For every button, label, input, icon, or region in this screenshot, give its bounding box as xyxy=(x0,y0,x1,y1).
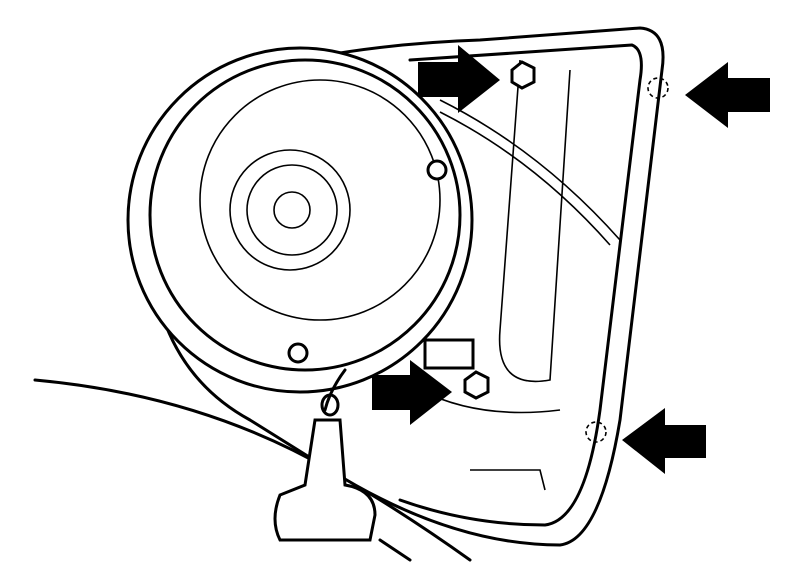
housing-inner-wall xyxy=(498,59,571,383)
speaker-frame xyxy=(126,46,474,394)
bolt-top xyxy=(510,60,536,90)
connector xyxy=(423,338,475,370)
housing-inner xyxy=(398,43,643,527)
tag xyxy=(273,418,377,542)
speaker-rim xyxy=(148,58,462,372)
tag-ring xyxy=(320,393,340,417)
arrow-right-icon xyxy=(372,360,452,425)
speaker-magnet-inner xyxy=(246,164,338,256)
wire-2 xyxy=(439,111,611,246)
speaker-mount-hole-2 xyxy=(287,342,309,364)
tag-string xyxy=(323,368,347,412)
arrow-right-icon xyxy=(418,45,500,113)
door-panel-curve-lower xyxy=(378,538,412,562)
speaker-cone xyxy=(199,79,441,321)
bolt-bottom xyxy=(463,370,490,400)
clip-bottom-right xyxy=(585,421,607,443)
speaker-center xyxy=(273,191,311,229)
arrow-left-icon xyxy=(685,62,770,128)
wire xyxy=(439,99,621,241)
arrow-left-icon xyxy=(622,408,706,474)
speaker-mount-hole xyxy=(426,159,448,181)
speaker-magnet xyxy=(229,149,351,271)
clip-top-right xyxy=(647,77,669,99)
